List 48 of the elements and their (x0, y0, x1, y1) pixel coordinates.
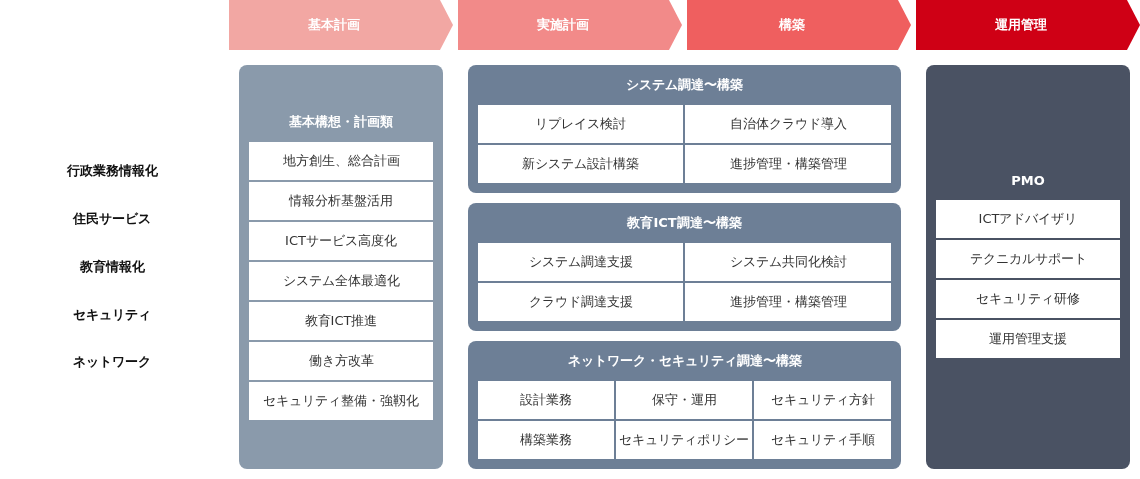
panel-title: 教育ICT調達〜構築 (627, 214, 742, 232)
task-cell: 情報分析基盤活用 (249, 182, 433, 220)
category-panel (239, 65, 443, 469)
task-cell: ICTサービス高度化 (249, 222, 433, 260)
task-cell: システム全体最適化 (249, 262, 433, 300)
category-label: 行政業務情報化 (66, 162, 158, 180)
phase-header-banner (229, 0, 453, 50)
phase-label: 構築 (779, 16, 805, 34)
category-panel (926, 65, 1130, 469)
task-cell: セキュリティ手順 (754, 421, 891, 459)
task-cell: 構築業務 (478, 421, 614, 459)
task-cell: セキュリティ方針 (754, 381, 891, 419)
category-label: セキュリティ (73, 306, 151, 324)
task-cell: リプレイス検討 (478, 105, 683, 143)
phase-header-banner (458, 0, 682, 50)
task-cell: システム調達支援 (478, 243, 683, 281)
panel-title: PMO (1011, 172, 1045, 190)
task-cell: 進捗管理・構築管理 (685, 283, 891, 321)
task-cell: セキュリティポリシー (616, 421, 752, 459)
phase-header-banner (687, 0, 911, 50)
task-cell: 働き方改革 (249, 342, 433, 380)
panel-title: システム調達〜構築 (626, 76, 743, 94)
phase-label: 基本計画 (308, 16, 360, 34)
category-panel (468, 341, 901, 469)
task-cell: ICTアドバイザリ (936, 200, 1120, 238)
task-cell: セキュリティ整備・強靱化 (249, 382, 433, 420)
phase-label: 実施計画 (537, 16, 589, 34)
task-cell: 保守・運用 (616, 381, 752, 419)
task-cell: 設計業務 (478, 381, 614, 419)
category-panel (468, 65, 901, 193)
task-cell: 新システム設計構築 (478, 145, 683, 183)
category-label: 教育情報化 (79, 258, 145, 276)
phase-header-banner (916, 0, 1140, 50)
panel-title: ネットワーク・セキュリティ調達〜構築 (567, 352, 802, 370)
category-label: 住民サービス (73, 210, 151, 228)
category-label: ネットワーク (73, 353, 151, 371)
task-cell: 教育ICT推進 (249, 302, 433, 340)
task-cell: セキュリティ研修 (936, 280, 1120, 318)
task-cell: テクニカルサポート (936, 240, 1120, 278)
panel-title: 基本構想・計画類 (289, 113, 393, 131)
task-cell: クラウド調達支援 (478, 283, 683, 321)
phase-label: 運用管理 (995, 16, 1047, 34)
task-cell: 進捗管理・構築管理 (685, 145, 891, 183)
task-cell: 運用管理支援 (936, 320, 1120, 358)
task-cell: 自治体クラウド導入 (685, 105, 891, 143)
task-cell: システム共同化検討 (685, 243, 891, 281)
task-cell: 地方創生、総合計画 (249, 142, 433, 180)
category-panel (468, 203, 901, 331)
